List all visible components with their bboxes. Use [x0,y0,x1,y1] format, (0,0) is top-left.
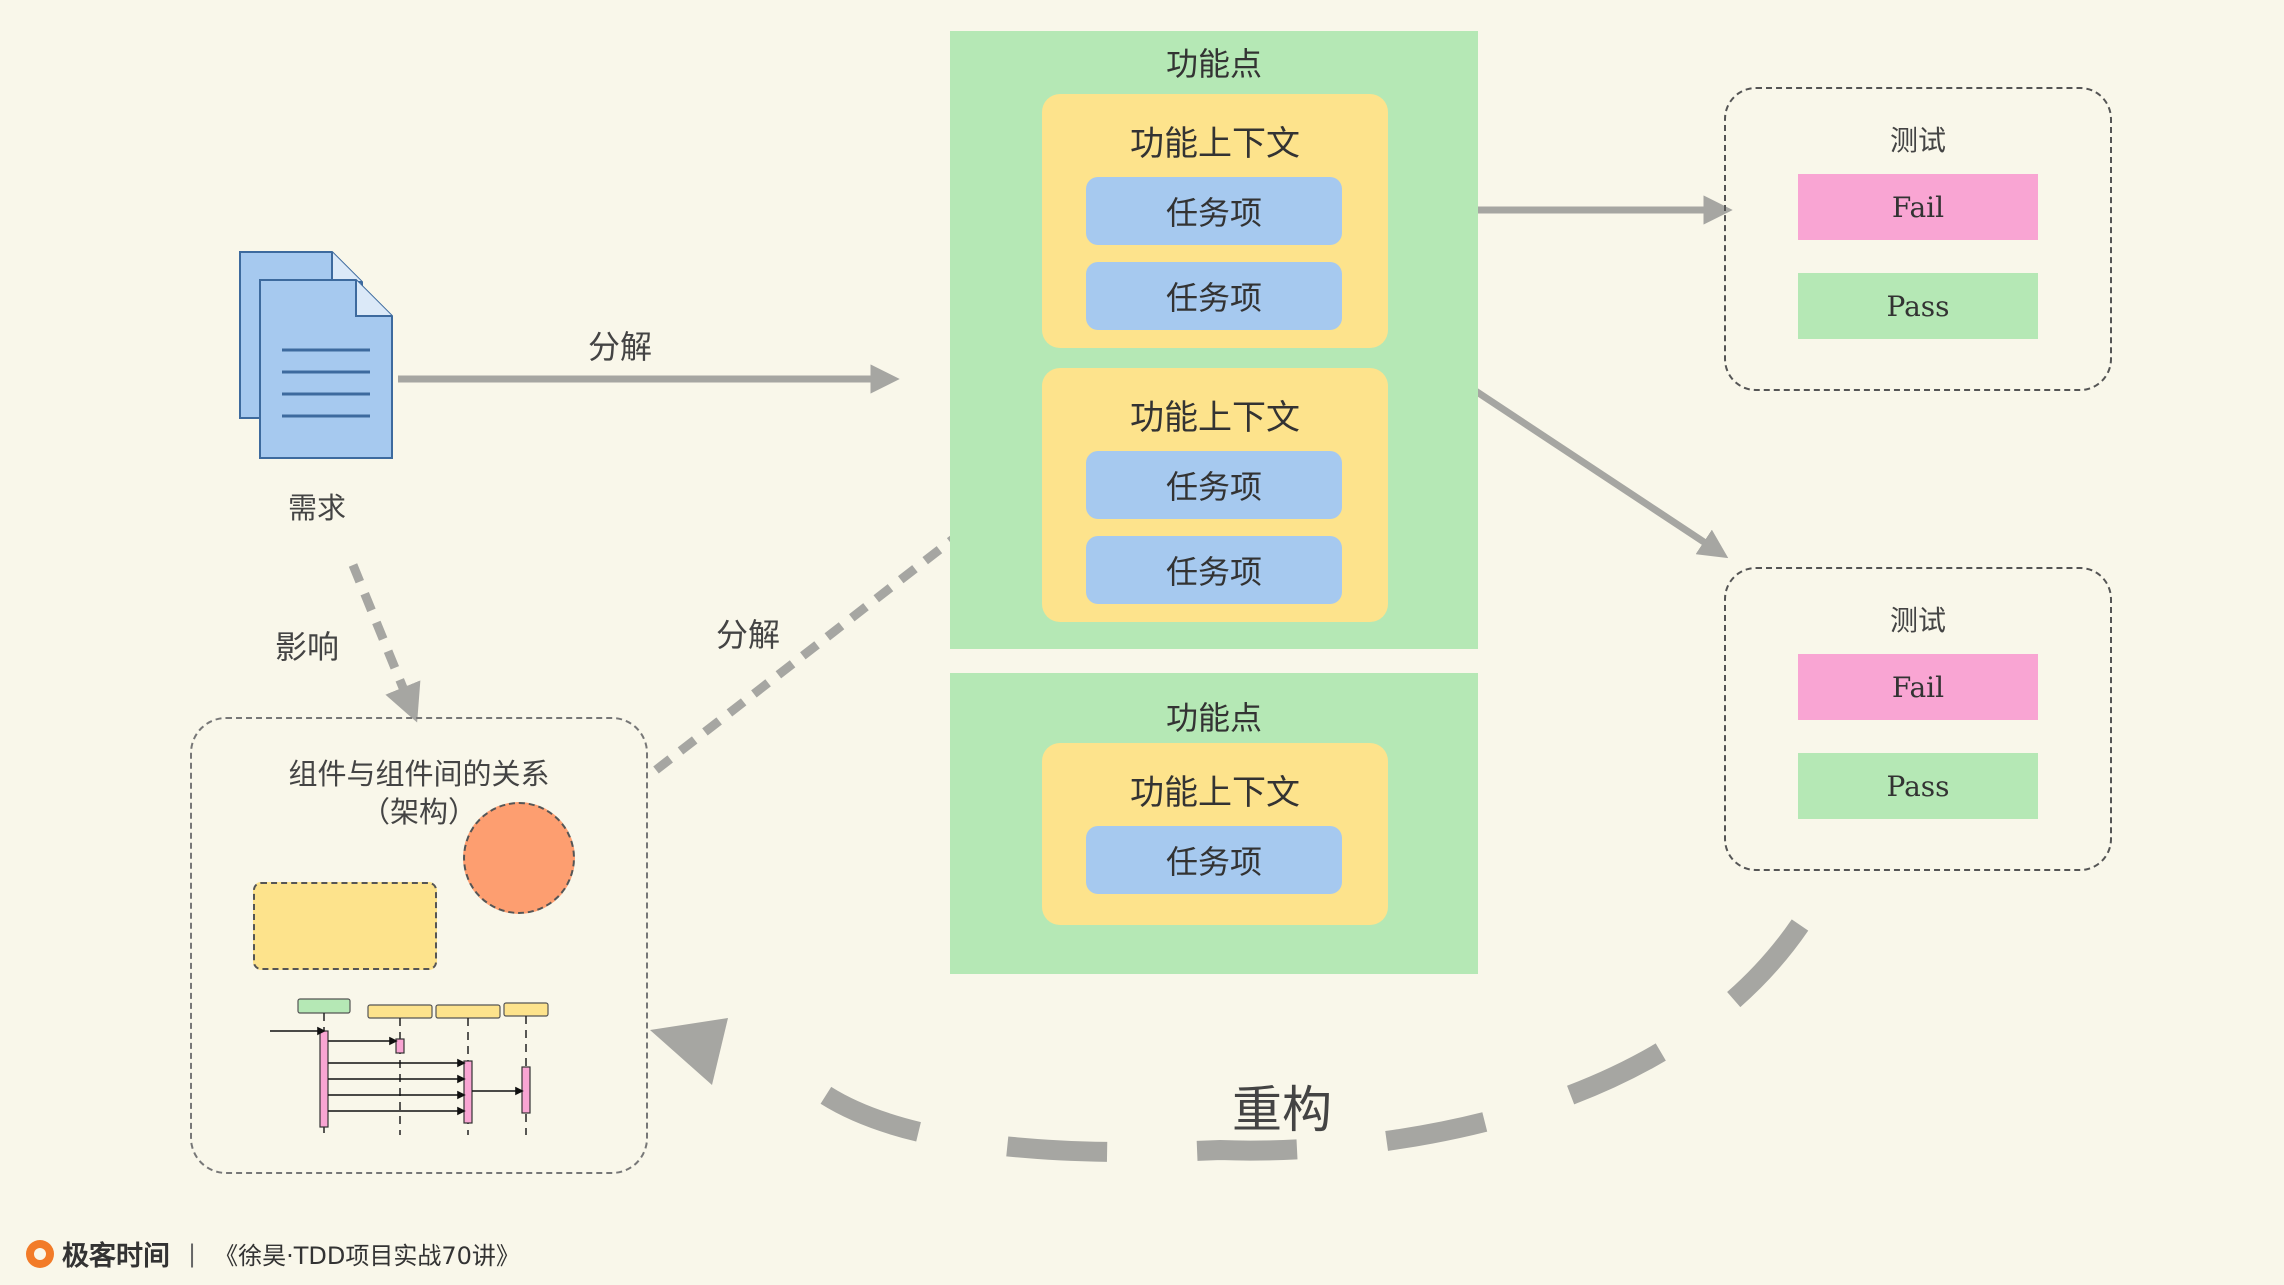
pass-result: Pass [1798,273,2038,339]
course-title: 《徐昊·TDD项目实战70讲》 [214,1242,520,1270]
architecture-box: 组件与组件间的关系 （架构） [190,717,648,1174]
test-box: 测试 Fail Pass [1724,87,2112,391]
arch-decompose-label: 分解 [716,616,781,654]
fail-result: Fail [1798,654,2038,720]
feature-context: 功能上下文 任务项 任务项 [1042,368,1388,622]
test-box: 测试 Fail Pass [1724,567,2112,871]
footer: 极客时间 | 《徐昊·TDD项目实战70讲》 [26,1234,520,1273]
task-item: 任务项 [1086,262,1342,330]
context-title: 功能上下文 [1130,398,1300,438]
task-item: 任务项 [1086,826,1342,894]
decompose-label: 分解 [588,328,653,366]
feature-context: 功能上下文 任务项 [1042,743,1388,925]
task-item: 任务项 [1086,177,1342,245]
sequence-diagram-icon [270,998,549,1135]
task-item: 任务项 [1086,536,1342,604]
feature-title: 功能点 [1165,699,1262,737]
geektime-logo-icon [26,1239,54,1268]
feature-title: 功能点 [1165,45,1262,83]
requirement-label: 需求 [288,491,347,525]
pass-result: Pass [1798,753,2038,819]
influence-arrow [348,563,421,723]
footer-separator: | [188,1239,197,1268]
refactor-label: 重构 [1232,1081,1332,1139]
architecture-title: 组件与组件间的关系 （架构） [192,755,646,831]
refactor-arrowhead [650,1018,728,1085]
document-icon [239,251,393,459]
context-title: 功能上下文 [1130,124,1300,164]
fail-result: Fail [1798,174,2038,240]
test-title: 测试 [1889,124,1946,157]
feature-point: 功能点 功能上下文 任务项 [950,673,1478,974]
feature-point: 功能点 功能上下文 任务项 任务项 功能上下文 任务项 任务项 [950,31,1478,649]
test-title: 测试 [1889,604,1946,637]
feature-context: 功能上下文 任务项 任务项 [1042,94,1388,348]
component-rect [253,882,437,970]
brand-name: 极客时间 [62,1241,170,1272]
task-item: 任务项 [1086,451,1342,519]
refactor-arc [782,919,1809,1163]
component-circle [463,802,575,914]
influence-label: 影响 [275,628,340,666]
context-title: 功能上下文 [1130,773,1300,813]
architecture-title-line1: 组件与组件间的关系 [288,757,550,791]
architecture-title-line2: （架构） [360,795,477,829]
